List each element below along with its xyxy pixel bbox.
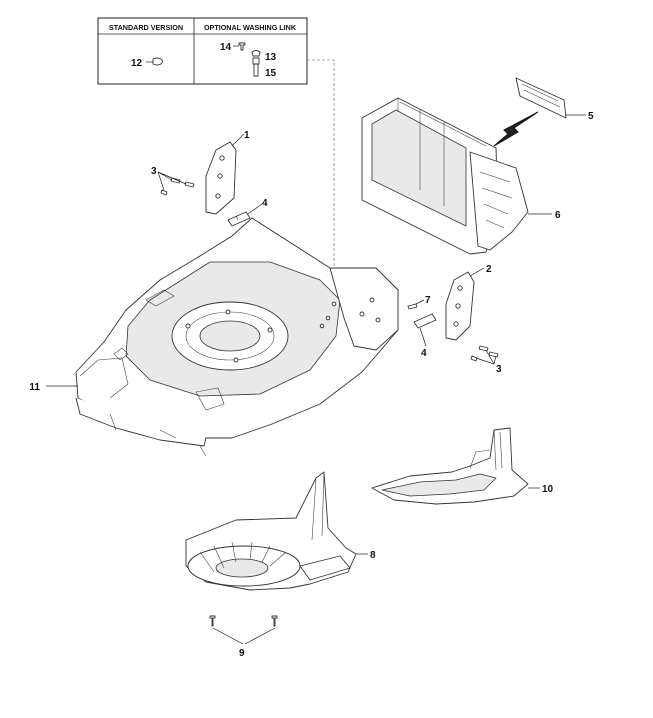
assembly-direction-arrow-icon: [493, 111, 539, 147]
screw-14-icon: [238, 42, 246, 51]
callout-15: 15: [265, 68, 277, 79]
side-chute-part-10: [371, 427, 529, 505]
screws-part-3-right: [470, 345, 499, 362]
washing-nozzle-15-icon: [252, 57, 260, 77]
callout-9: 9: [239, 648, 245, 659]
washing-link-leader: [307, 59, 335, 330]
callout-14: 14: [220, 42, 232, 53]
washing-cap-13-icon: [251, 50, 261, 57]
plug-12-icon: [152, 57, 163, 66]
callout-10: 10: [542, 484, 554, 495]
callout-4-right: 4: [421, 348, 427, 359]
mulching-plug-part-8: [185, 471, 357, 591]
callout-8: 8: [370, 550, 376, 561]
screw-part-7: [407, 303, 418, 310]
callout-13: 13: [265, 52, 277, 63]
clip-part-4-left: [227, 211, 251, 227]
version-legend-box: STANDARD VERSION OPTIONAL WASHING LINK 1…: [97, 17, 308, 85]
clip-part-4-right: [413, 313, 437, 329]
callout-4-left: 4: [262, 198, 268, 209]
screws-part-9: [209, 615, 278, 627]
rear-guard-part-6: [361, 97, 529, 255]
callout-11: 11: [29, 382, 40, 393]
callout-6: 6: [555, 210, 561, 221]
callout-3-left: 3: [151, 166, 157, 177]
mower-deck-part-11: [75, 217, 399, 457]
height-bracket-part-1: [205, 141, 237, 215]
callout-2: 2: [486, 264, 492, 275]
standard-version-header: STANDARD VERSION: [109, 23, 183, 32]
callout-5: 5: [588, 111, 594, 122]
height-bracket-part-2: [445, 271, 475, 341]
callout-3-right: 3: [496, 364, 502, 375]
rear-flap-part-5: [515, 77, 567, 119]
optional-washing-link-header: OPTIONAL WASHING LINK: [204, 23, 297, 32]
callout-12: 12: [131, 58, 143, 69]
callout-7: 7: [425, 295, 431, 306]
callout-1: 1: [244, 130, 250, 141]
